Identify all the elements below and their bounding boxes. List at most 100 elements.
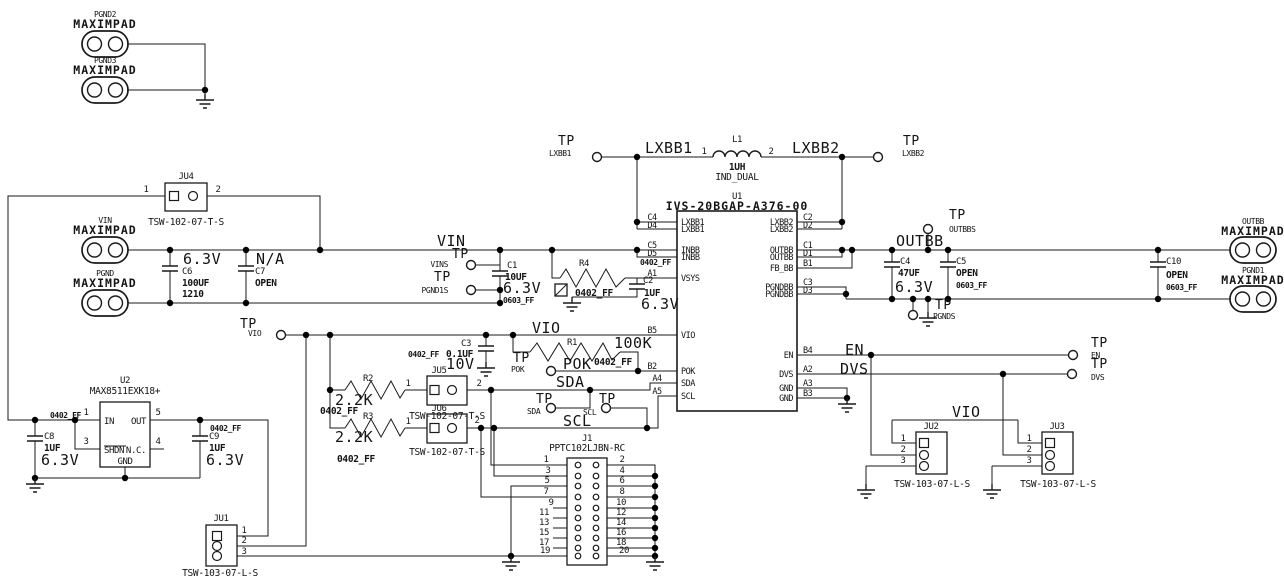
capacitor-c6 (162, 265, 178, 272)
u1-pindes-b3: B3 (803, 389, 813, 399)
net-pok: POK (563, 355, 592, 373)
junction-dot (71, 416, 79, 424)
junction-dot (1154, 246, 1162, 254)
pin-j1-9: 9 (548, 498, 553, 508)
j1-pin-icon (574, 504, 582, 512)
pin-j1-6: 6 (619, 476, 624, 486)
pin-ju1-3: 3 (241, 547, 246, 557)
voltage-c6: 6.3V (183, 250, 221, 268)
tp-pgnd1s-sub: PGND1S (422, 286, 449, 295)
u1-pinname-gnd-a: GND (779, 384, 793, 394)
value-c6: 100UF (182, 278, 210, 289)
ref-ju6: JU6 (431, 404, 446, 414)
voltage-c7: N/A (256, 250, 285, 268)
u1-pinname-gnd-b: GND (779, 394, 793, 404)
u1-pinname-lxbb2-a: LXBB2 (770, 218, 793, 228)
u1-pinname-dvs: DVS (779, 370, 793, 380)
u2-pinname-out: OUT (131, 417, 147, 427)
j1-pin-icon (592, 544, 600, 552)
pin-ju6-2: 2 (474, 416, 479, 426)
pin-j1-10: 10 (616, 498, 626, 508)
j1-pin-icon (574, 534, 582, 542)
pin-j1-15: 15 (539, 528, 549, 538)
value-c1: 10UF (505, 272, 527, 283)
junction-dot (651, 544, 659, 552)
part-ju4: TSW-102-07-T-S (148, 217, 224, 228)
junction-dot (586, 386, 594, 394)
ref-ju3: JU3 (1049, 422, 1064, 432)
u1-pindes-a4: A4 (652, 374, 662, 384)
resistor-r1 (529, 341, 621, 362)
junction-dot (31, 474, 39, 482)
testpoint-outbbs-icon (922, 223, 934, 235)
junction-dot (888, 295, 896, 303)
tp-outbbs-label: TP (949, 208, 966, 223)
junction-dot (838, 153, 846, 161)
tp-vio-sub: VIO (248, 329, 262, 338)
testpoint-vins-icon (465, 259, 477, 271)
value-c5: OPEN (956, 268, 978, 279)
junction-dot (1154, 295, 1162, 303)
u1-pindes-d1: D1 (803, 249, 813, 259)
pin-j1-5: 5 (544, 476, 549, 486)
ref-pgnd2: PGND2 (94, 10, 117, 19)
j1-pin-icon (592, 461, 600, 469)
ref-r2: R2 (363, 374, 373, 384)
u1-pinname-pgndbb-a: PGNDBB (765, 283, 793, 293)
ref-c1: C1 (507, 261, 517, 271)
u2-pinname-nc: N.C. (126, 446, 146, 456)
package-r3: 0402_FF (337, 454, 376, 465)
maximpads (81, 30, 1277, 317)
part-ju2: TSW-103-07-L-S (894, 479, 970, 490)
pin-j1-16: 16 (616, 528, 626, 538)
pin-j1-2: 2 (619, 455, 624, 465)
ju6-box (426, 413, 468, 444)
junction-dot (944, 246, 952, 254)
j1-pin-icon (592, 524, 600, 532)
capacitor-c7 (238, 265, 254, 272)
junction-dot (888, 246, 896, 254)
j1-pin-icon (592, 482, 600, 490)
pin-ju5-1: 1 (405, 379, 410, 389)
u1-pindes-a3: A3 (803, 379, 813, 389)
maximpad-vin (81, 236, 129, 264)
ref-c6: C6 (182, 267, 192, 277)
tp-lxbb2-label: TP (903, 134, 920, 149)
j1-pin-icon (574, 461, 582, 469)
junction-dot (326, 386, 334, 394)
capacitor-c1 (492, 270, 508, 277)
junction-dot (924, 246, 932, 254)
junction-dot (944, 295, 952, 303)
ju1-box (205, 524, 238, 567)
junction-dot (326, 331, 334, 339)
net-sda: SDA (556, 373, 585, 391)
part-ju3: TSW-103-07-L-S (1020, 479, 1096, 490)
ref-ju1: JU1 (213, 514, 228, 524)
testpoint-pgnd1s-icon (465, 284, 477, 296)
value-r1: 100K (614, 334, 652, 352)
pin-j1-8: 8 (619, 487, 624, 497)
part-vin-pad: MAXIMPAD (73, 223, 136, 237)
j1-pin-icon (592, 552, 600, 560)
value-l1: 1UH (729, 162, 746, 173)
ground-icon (502, 556, 520, 571)
ref-u1: U1 (732, 192, 742, 202)
junction-dot (838, 218, 846, 226)
u1-pindes-c5: C5 (647, 241, 657, 251)
capacitor-c5 (940, 261, 956, 268)
net-lxbb2: LXBB2 (792, 139, 840, 157)
u2-pinname-shdn: SHDN (104, 446, 124, 456)
ground-icon (477, 362, 495, 377)
tp-scl-sub: SCL (583, 408, 597, 417)
voltage-c3: 10V (446, 355, 475, 373)
package-c6: 1210 (182, 289, 204, 300)
j1-pin-icon (592, 504, 600, 512)
voltage-c1: 6.3V (503, 279, 541, 297)
package-c3: 0402_FF (408, 350, 439, 359)
ref-vin-pad: VIN (98, 216, 112, 225)
package-c2: 0402_FF (640, 258, 671, 267)
pin-u2-4: 4 (155, 437, 160, 447)
ground-icon (919, 312, 937, 327)
ref-outbb-pad: OUTBB (1242, 217, 1265, 226)
